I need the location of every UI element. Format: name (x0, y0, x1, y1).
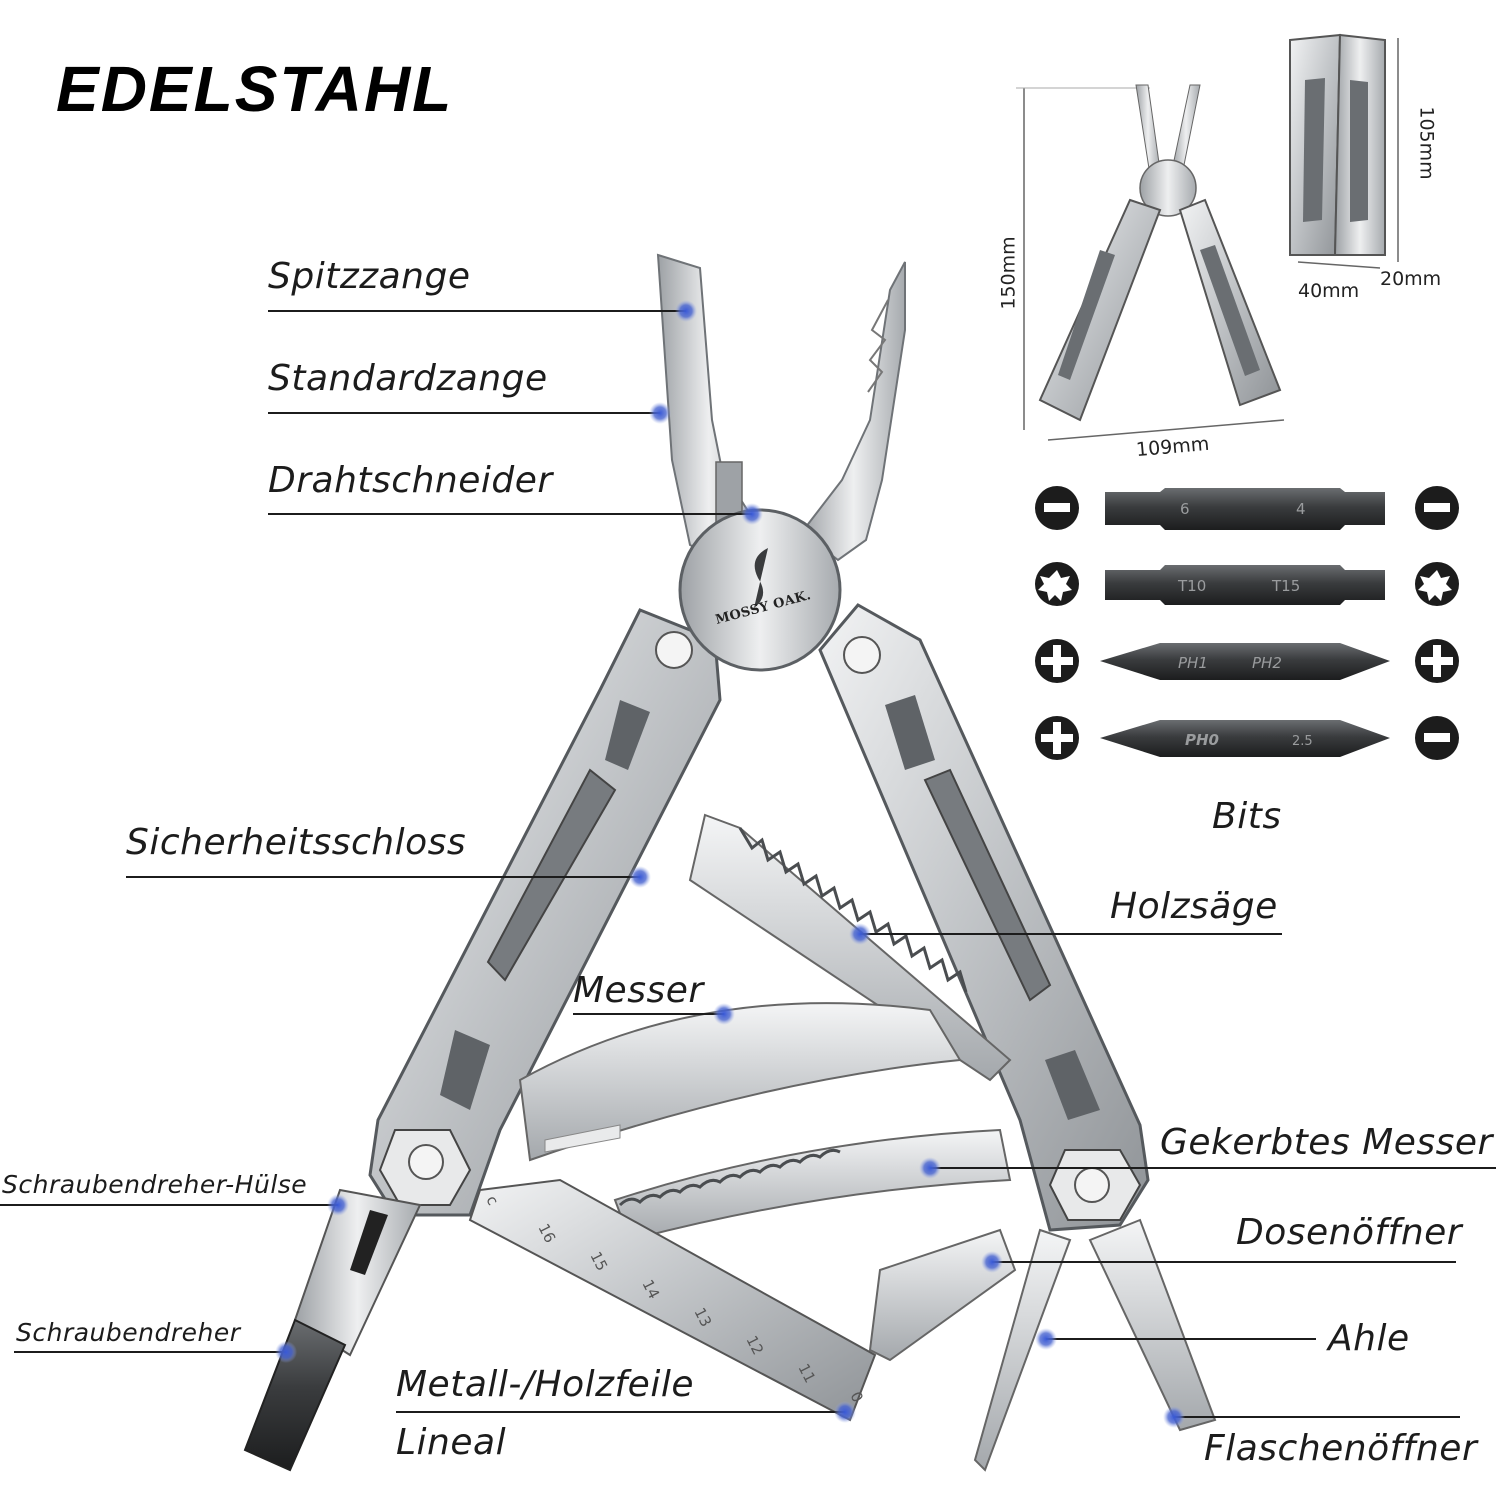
bits-panel: 6 4 T10 T15 PH1 PH2 PH0 (1035, 486, 1459, 760)
marker-ahle (1035, 1328, 1057, 1350)
screwdriver-holder (243, 1188, 422, 1472)
bit-label-left: PH1 (1178, 654, 1208, 672)
label-bits: Bits (1212, 796, 1282, 837)
marker-standardzange (649, 402, 671, 424)
bit-label-left: 6 (1180, 500, 1190, 518)
bit-label-right: 4 (1296, 500, 1306, 518)
label-holzsaege: Holzsäge (1110, 886, 1278, 927)
leader-lines (0, 310, 1496, 1418)
label-flaschenoeffner: Flaschenöffner (1204, 1428, 1478, 1469)
label-standardzange: Standardzange (268, 358, 548, 399)
label-schraubendreher-huelse: Schraubendreher-Hülse (2, 1170, 308, 1199)
label-dosenoeffner: Dosenöffner (1236, 1212, 1463, 1253)
serrated-knife-blade (613, 1128, 1012, 1242)
marker-flaschenoeffner (1163, 1406, 1185, 1428)
label-spitzzange: Spitzzange (268, 256, 471, 297)
page-title: EDELSTAHL (56, 53, 454, 125)
bit-label-left: PH0 (1185, 731, 1219, 749)
dimension-height-open: 150mm (997, 236, 1020, 310)
marker-spitzzange (675, 300, 697, 322)
marker-dosenoeffner (981, 1251, 1003, 1273)
label-messer: Messer (573, 970, 704, 1011)
marker-schraubendreher-huelse (327, 1194, 349, 1216)
marker-gekerbtes-messer (919, 1157, 941, 1179)
marker-sicherheitsschloss (629, 866, 651, 888)
marker-messer (713, 1003, 735, 1025)
label-sicherheitsschloss: Sicherheitsschloss (126, 822, 467, 863)
dimension-width-closed: 40mm (1298, 280, 1360, 302)
handle-left (368, 608, 722, 1217)
label-feile: Metall-/Holzfeile (396, 1364, 694, 1405)
bottle-opener (1088, 1218, 1217, 1432)
bit-label-right: 2.5 (1292, 734, 1313, 749)
bit-label-left: T10 (1177, 577, 1206, 595)
marker-drahtschneider (741, 503, 763, 525)
bit-row: PH0 2.5 (1035, 716, 1459, 760)
label-drahtschneider: Drahtschneider (268, 460, 553, 501)
marker-feile (834, 1401, 856, 1423)
knife-blade (518, 1002, 962, 1162)
marker-schraubendreher (275, 1341, 297, 1363)
bit-row: 6 4 (1035, 486, 1459, 530)
inset-open-tool (1016, 84, 1285, 441)
awl (973, 1228, 1072, 1472)
bit-row: PH1 PH2 (1035, 639, 1459, 683)
pliers-jaw-right (800, 261, 906, 562)
bit-label-right: T15 (1271, 577, 1300, 595)
inset-closed-tool (1289, 33, 1399, 269)
label-gekerbtes-messer: Gekerbtes Messer (1160, 1122, 1493, 1163)
bit-row: T10 T15 (1035, 562, 1459, 606)
can-opener (868, 1228, 1017, 1362)
label-ahle: Ahle (1328, 1318, 1410, 1359)
handle-right (818, 603, 1150, 1232)
bit-label-right: PH2 (1252, 654, 1282, 672)
dimension-depth-closed: 20mm (1380, 268, 1442, 290)
pivot-logo: MOSSY OAK. (678, 508, 842, 672)
label-lineal: Lineal (396, 1422, 507, 1463)
dimension-height-closed: 105mm (1415, 106, 1438, 180)
marker-dots (275, 300, 1185, 1428)
marker-holzsaege (849, 923, 871, 945)
label-schraubendreher: Schraubendreher (16, 1318, 241, 1347)
